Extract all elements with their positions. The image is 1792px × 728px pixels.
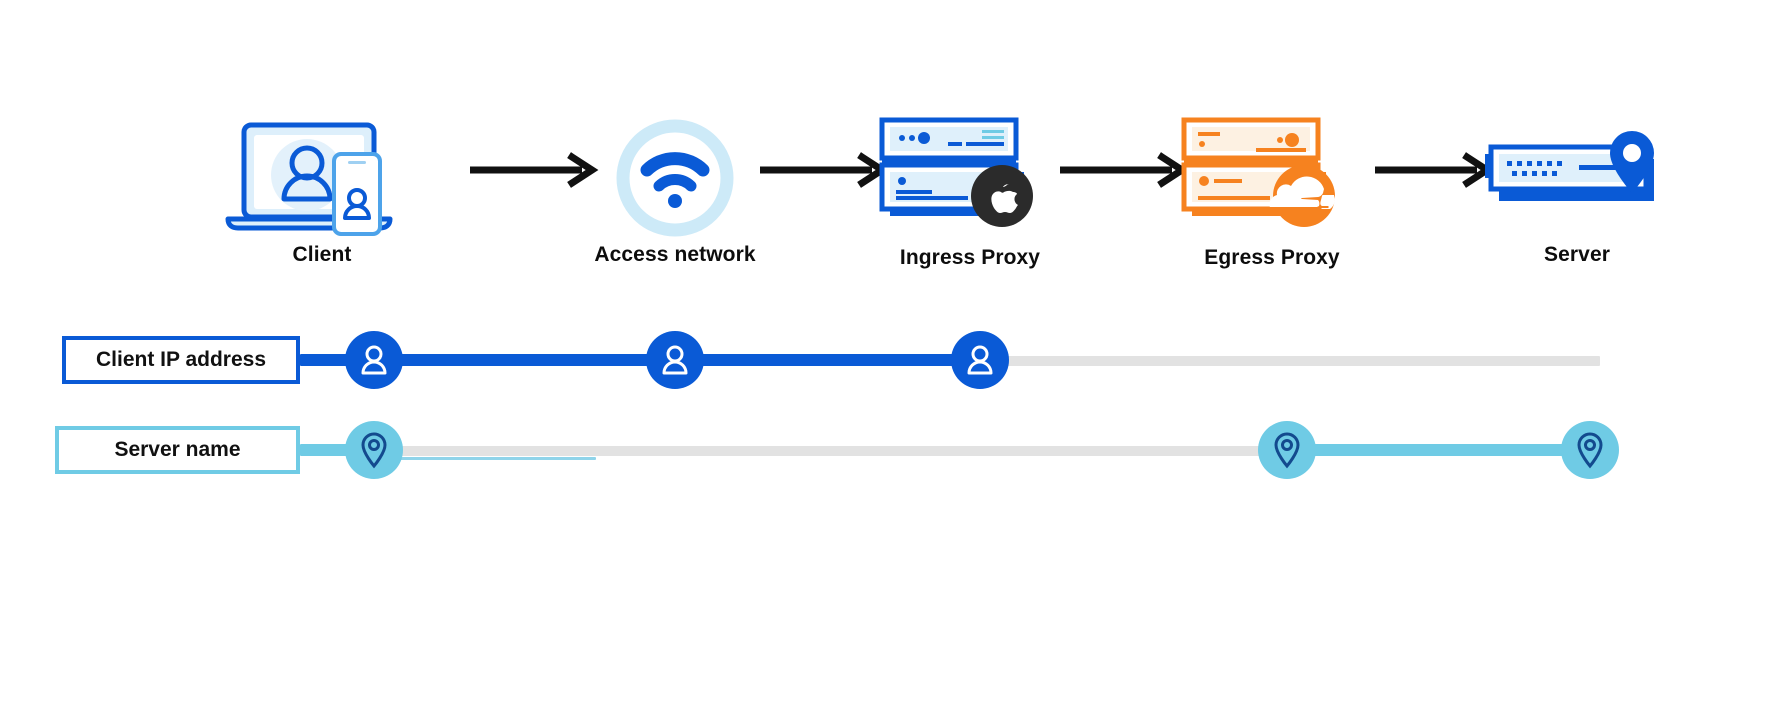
flow-node-server-label: Server (1544, 243, 1610, 266)
flow-node-client: Client (207, 113, 437, 267)
flow-node-egress-proxy: Egress Proxy (1157, 113, 1387, 270)
server-name-node-server[interactable] (1561, 421, 1619, 479)
wifi-circle-icon (560, 113, 790, 243)
server-name-tag: Server name (55, 426, 300, 474)
client-ip-known-line (300, 354, 990, 366)
client-ip-unknown-line (1000, 356, 1600, 366)
client-ip-address-tag-label: Client IP address (95, 348, 266, 371)
track-server-name: Server name (0, 410, 1792, 510)
flow-node-access-network-label: Access network (594, 243, 756, 266)
server-stack-apple-icon (855, 113, 1085, 243)
client-ip-node-access-network[interactable] (646, 331, 704, 389)
arrow-client-to-access (470, 152, 600, 188)
flow-node-client-label: Client (292, 243, 352, 266)
flow-node-ingress-proxy-label: Ingress Proxy (899, 246, 1041, 269)
flow-node-server: Server (1462, 113, 1692, 267)
server-name-faint-line (400, 457, 596, 460)
flow-node-access-network: Access network (560, 113, 790, 267)
track-client-ip-address: Client IP address (0, 320, 1792, 420)
laptop-phone-user-icon (207, 113, 437, 243)
server-name-node-egress-proxy[interactable] (1258, 421, 1316, 479)
server-stack-cloudflare-icon (1157, 113, 1387, 243)
server-name-known-line-end (1287, 444, 1597, 456)
client-ip-node-ingress-proxy[interactable] (951, 331, 1009, 389)
flow-node-ingress-proxy: Ingress Proxy (855, 113, 1085, 270)
server-name-tag-label: Server name (114, 438, 241, 461)
client-ip-node-client[interactable] (345, 331, 403, 389)
client-ip-address-tag: Client IP address (62, 336, 300, 384)
server-name-unknown-line (400, 446, 1280, 456)
server-name-node-client[interactable] (345, 421, 403, 479)
server-pin-icon (1462, 113, 1692, 243)
flow-node-egress-proxy-label: Egress Proxy (1204, 246, 1340, 269)
